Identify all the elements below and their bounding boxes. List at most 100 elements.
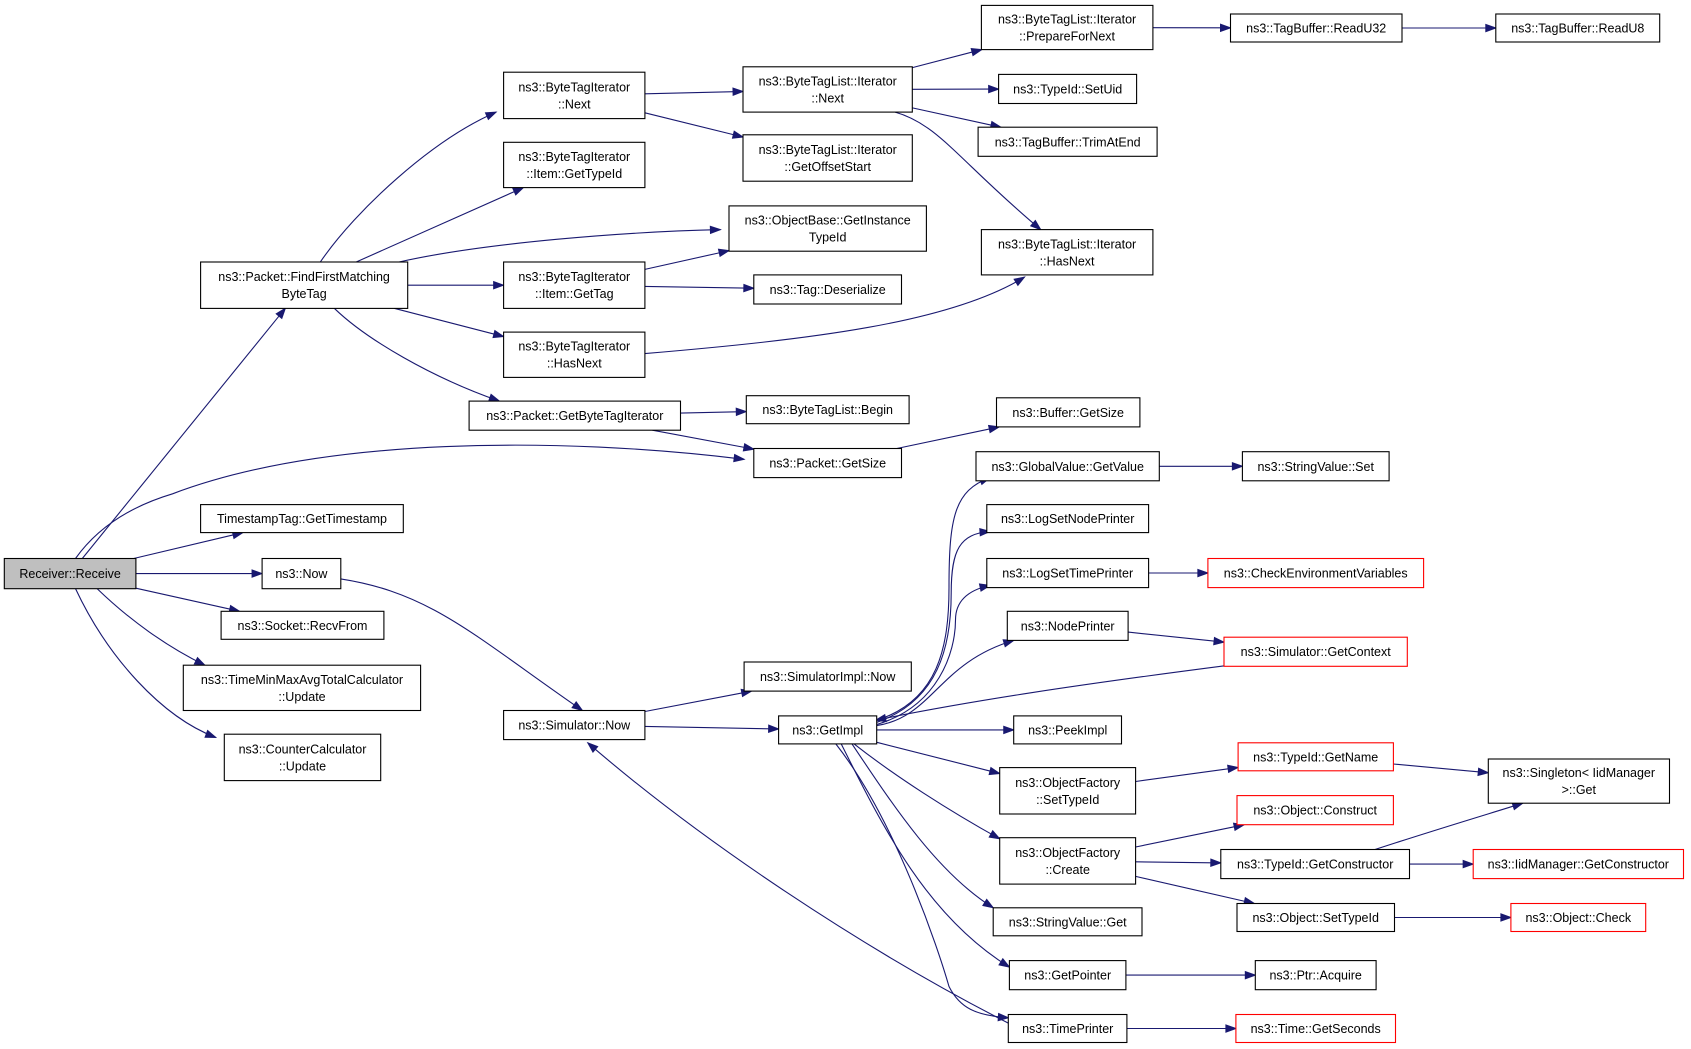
node-stringvalue-set[interactable]: ns3::StringValue::Set <box>1241 451 1390 482</box>
node-obj-settypeid[interactable]: ns3::Object::SetTypeId <box>1236 902 1396 933</box>
node-box <box>1241 451 1390 482</box>
node-gv-getvalue[interactable]: ns3::GlobalValue::GetValue <box>975 451 1160 482</box>
node-timeminmax[interactable]: ns3::TimeMinMaxAvgTotalCalculator::Updat… <box>182 664 422 712</box>
edge-btl_it_next-to-btl_it_hasnext <box>894 111 1042 231</box>
node-bti-item-typeid[interactable]: ns3::ByteTagIterator::Item::GetTypeId <box>503 141 646 189</box>
node-checkenv[interactable]: ns3::CheckEnvironmentVariables <box>1207 557 1425 589</box>
edge-line <box>853 743 1000 840</box>
node-packet-getsize[interactable]: ns3::Packet::GetSize <box>753 447 903 479</box>
edge-arrowhead <box>1244 970 1257 980</box>
node-btl-it-hasnext[interactable]: ns3::ByteTagList::Iterator::HasNext <box>980 229 1154 276</box>
node-recvfrom[interactable]: ns3::Socket::RecvFrom <box>220 610 385 640</box>
node-btl-it-prepare[interactable]: ns3::ByteTagList::Iterator::PrepareForNe… <box>980 4 1154 51</box>
edge-bti_next-to-btl_it_offset <box>644 112 745 139</box>
edge-find_first-to-bti_next <box>319 111 498 263</box>
node-tagbuf-readu32[interactable]: ns3::TagBuffer::ReadU32 <box>1229 13 1403 43</box>
edge-getimpl-to-getpointer <box>840 743 1011 968</box>
edge-bti_item_gettag-to-objbase_typeid <box>644 248 731 270</box>
node-box <box>261 557 342 590</box>
node-label-line: ::Next <box>558 97 591 111</box>
node-singleton-get[interactable]: ns3::Singleton< IidManager>::Get <box>1487 758 1671 804</box>
node-typeid-getname[interactable]: ns3::TypeId::GetName <box>1237 742 1394 772</box>
node-label-line: ::Item::GetTag <box>535 287 614 301</box>
node-box <box>503 709 646 741</box>
node-peekimpl[interactable]: ns3::PeekImpl <box>1013 715 1123 745</box>
node-of-create[interactable]: ns3::ObjectFactory::Create <box>999 837 1137 885</box>
edge-arrowhead <box>1462 859 1475 869</box>
node-nodeprinter[interactable]: ns3::NodePrinter <box>1006 610 1129 641</box>
node-label-line: ns3::SimulatorImpl::Now <box>760 670 896 684</box>
node-label-line: ::HasNext <box>547 357 602 371</box>
node-typeid-setuid[interactable]: ns3::TypeId::SetUid <box>998 73 1138 105</box>
edge-line <box>644 91 735 95</box>
node-logsettime[interactable]: ns3::LogSetTimePrinter <box>986 557 1150 589</box>
node-label-line: ::Update <box>278 690 325 704</box>
node-label-line: ns3::ByteTagList::Iterator <box>998 237 1136 251</box>
edge-arrowhead <box>1003 725 1016 735</box>
node-label-line: ns3::ByteTagIterator <box>518 270 630 284</box>
node-ns3-now[interactable]: ns3::Now <box>261 557 342 590</box>
edge-receiver_receive-to-packet_getsize <box>75 444 746 559</box>
node-iid-getctor[interactable]: ns3::IidManager::GetConstructor <box>1472 848 1685 880</box>
node-label-line: ns3::StringValue::Get <box>1009 915 1127 929</box>
node-of-settypeid[interactable]: ns3::ObjectFactory::SetTypeId <box>999 767 1137 815</box>
edge-arrowhead <box>1225 1024 1238 1033</box>
node-bti-hasnext[interactable]: ns3::ByteTagIterator::HasNext <box>503 331 646 378</box>
node-label-line: ns3::NodePrinter <box>1021 619 1115 633</box>
node-tag-deser[interactable]: ns3::Tag::Deserialize <box>753 274 903 305</box>
node-logsetnode[interactable]: ns3::LogSetNodePrinter <box>986 504 1150 534</box>
edge-arrowhead <box>586 741 599 753</box>
node-simimpl-now[interactable]: ns3::SimulatorImpl::Now <box>743 661 912 692</box>
node-getimpl[interactable]: ns3::GetImpl <box>778 715 878 745</box>
node-btl-it-next[interactable]: ns3::ByteTagList::Iterator::Next <box>742 66 913 113</box>
edge-btl_it_next-to-tagbuf_trim <box>912 107 1003 130</box>
node-bti-next[interactable]: ns3::ByteTagIterator::Next <box>503 71 646 120</box>
node-obj-construct[interactable]: ns3::Object::Construct <box>1236 795 1394 826</box>
node-tagbuf-readu8[interactable]: ns3::TagBuffer::ReadU8 <box>1495 13 1661 43</box>
node-sim-getcontext[interactable]: ns3::Simulator::GetContext <box>1223 636 1408 667</box>
node-label-line: ns3::Packet::FindFirstMatching <box>218 270 390 284</box>
node-receiver-receive[interactable]: Receiver::Receive <box>3 557 137 590</box>
node-buffer-getsize[interactable]: ns3::Buffer::GetSize <box>995 397 1141 428</box>
edge-arrowhead <box>997 1012 1010 1022</box>
node-label-line: ns3::Socket::RecvFrom <box>238 619 368 633</box>
node-label-line: ByteTag <box>282 287 327 301</box>
node-typeid-getctor[interactable]: ns3::TypeId::GetConstructor <box>1220 848 1411 880</box>
node-packet-getbti[interactable]: ns3::Packet::GetByteTagIterator <box>468 400 682 431</box>
node-bti-item-gettag[interactable]: ns3::ByteTagIterator::Item::GetTag <box>503 261 646 309</box>
edge-line <box>587 742 1009 1024</box>
node-box <box>980 4 1154 51</box>
edge-receiver_receive-to-timeminmax <box>96 588 207 666</box>
edge-arrowhead <box>1219 23 1232 33</box>
edge-getimpl-to-logsettime <box>876 583 992 726</box>
edge-getpointer-to-ptr_acquire <box>1125 970 1257 980</box>
edge-line <box>644 285 745 289</box>
node-time-getseconds[interactable]: ns3::Time::GetSeconds <box>1235 1013 1397 1044</box>
node-ptr-acquire[interactable]: ns3::Ptr::Acquire <box>1254 960 1377 991</box>
node-btl-it-offset[interactable]: ns3::ByteTagList::Iterator::GetOffsetSta… <box>742 134 913 182</box>
edge-line <box>896 428 991 450</box>
node-timeprinter[interactable]: ns3::TimePrinter <box>1007 1013 1128 1044</box>
edge-getimpl-to-peekimpl <box>876 725 1016 735</box>
edge-line <box>912 51 974 69</box>
node-box <box>742 66 913 113</box>
node-counter[interactable]: ns3::CounterCalculator::Update <box>223 733 382 782</box>
edge-arrowhead <box>768 724 781 734</box>
edge-arrowhead <box>1477 767 1490 777</box>
node-label-line: ns3::ByteTagIterator <box>518 80 630 94</box>
edge-arrowhead <box>988 766 1002 776</box>
edge-line <box>133 534 235 560</box>
node-btl-begin[interactable]: ns3::ByteTagList::Begin <box>745 395 910 425</box>
node-obj-check[interactable]: ns3::Object::Check <box>1510 902 1647 933</box>
edge-line <box>1135 861 1212 864</box>
edge-line <box>644 692 743 713</box>
node-sim-now[interactable]: ns3::Simulator::Now <box>503 709 646 741</box>
node-tagbuf-trim[interactable]: ns3::TagBuffer::TrimAtEnd <box>977 126 1158 157</box>
node-label-line: ns3::Object::Check <box>1525 911 1631 925</box>
node-timestamp[interactable]: TimestampTag::GetTimestamp <box>200 504 404 534</box>
node-getpointer[interactable]: ns3::GetPointer <box>1008 960 1127 991</box>
node-stringvalue-get[interactable]: ns3::StringValue::Get <box>992 907 1143 937</box>
edge-arrowhead <box>874 713 887 723</box>
